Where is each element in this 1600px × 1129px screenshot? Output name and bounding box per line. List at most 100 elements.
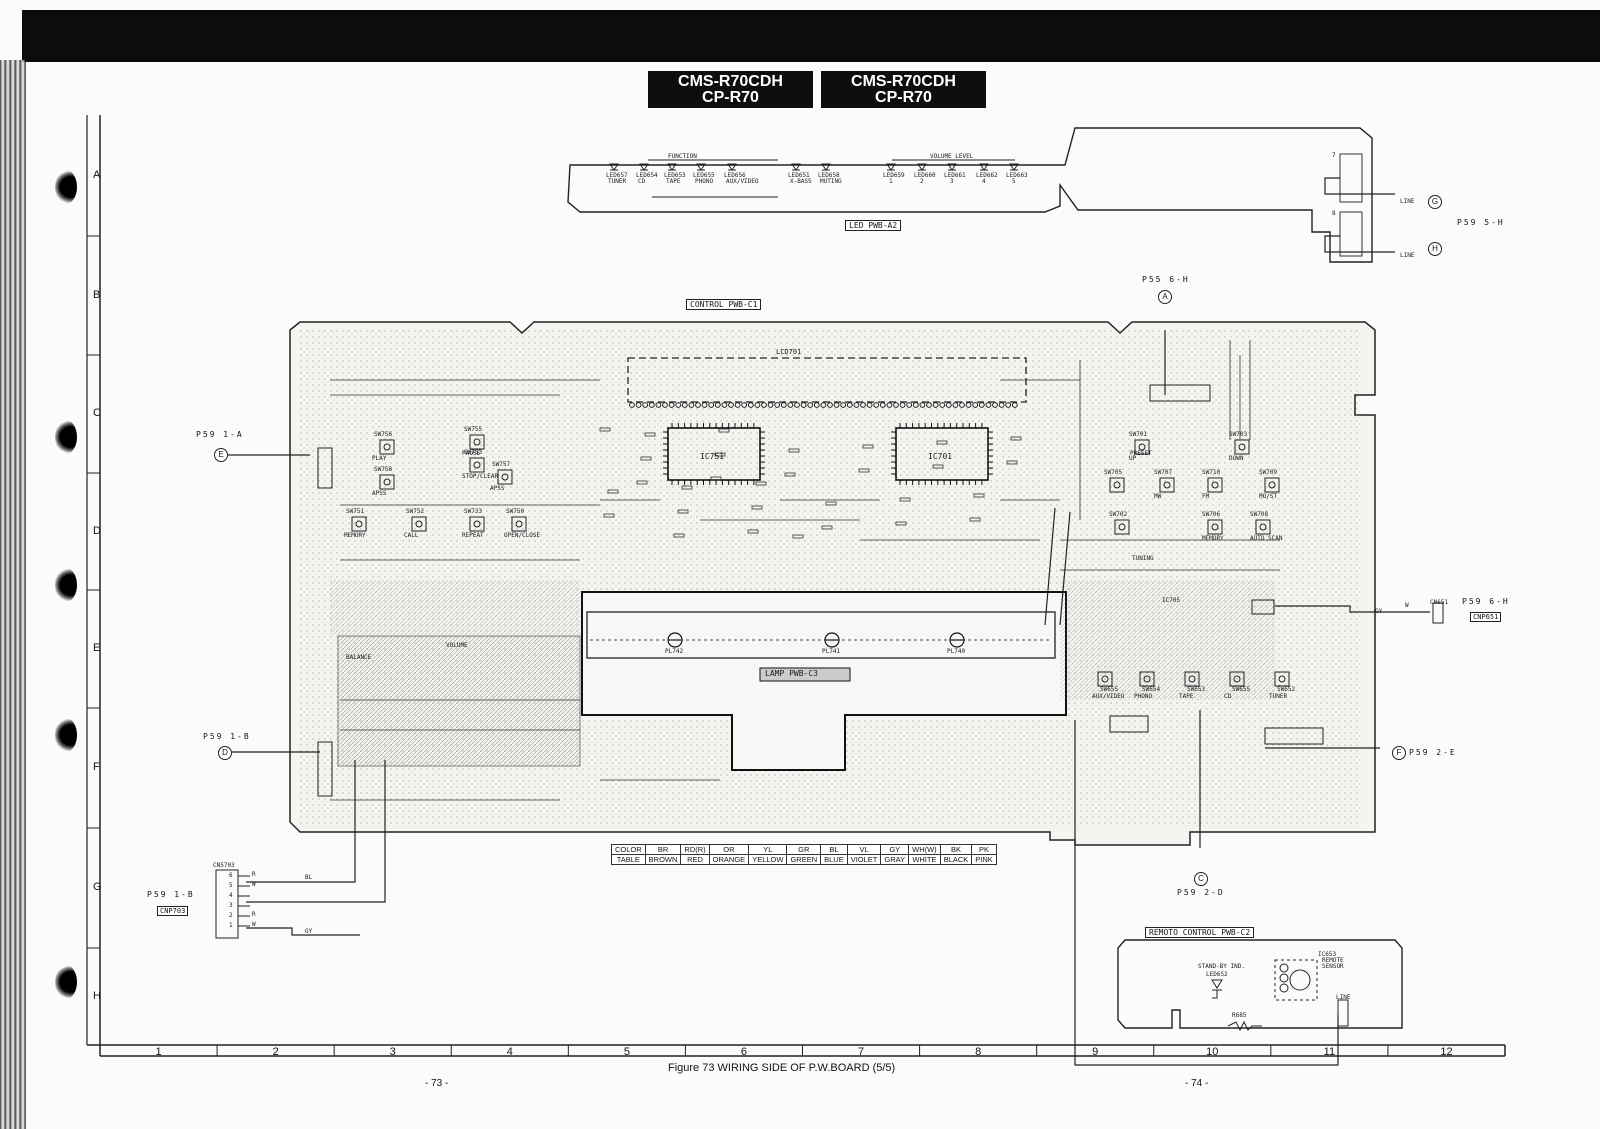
connector-pin-number: 6: [229, 872, 233, 879]
switch-name: MW: [1154, 493, 1162, 500]
wire-gy: GY: [305, 928, 313, 935]
cn651-label: CN651: [1430, 599, 1449, 606]
led-diode: [1009, 163, 1019, 171]
resistor-body: [644, 432, 656, 437]
function-heading: FUNCTION: [668, 153, 697, 160]
color-code-cell: GR: [786, 844, 822, 855]
led-diode: [979, 163, 989, 171]
cn5703-label: CN5703: [213, 862, 235, 869]
pin-label: 7: [1332, 152, 1336, 159]
led-function-name: TUNER: [608, 178, 627, 185]
switch-name: APSS: [372, 490, 387, 497]
column-label: 12: [1440, 1046, 1453, 1058]
color-code-cell: VL: [846, 844, 882, 855]
lcd-pin: [642, 402, 649, 408]
row-label: D: [93, 524, 101, 537]
switch-name: REPEAT: [462, 532, 484, 539]
switch-body: [1255, 519, 1271, 535]
color-code-cell: BK: [939, 844, 973, 855]
switch-ref: SW751: [346, 508, 365, 515]
switch-ref: SW756: [374, 431, 393, 438]
switch-name: MEMORY: [344, 532, 366, 539]
connector-marker-c: C: [1194, 872, 1208, 886]
switch-name: DOWN: [1229, 455, 1244, 462]
pin-label: 8: [1332, 210, 1336, 217]
lcd-pin: [675, 402, 682, 408]
led-diode: [791, 163, 801, 171]
switch-ref: SW709: [1259, 469, 1278, 476]
resistor-body: [973, 493, 985, 498]
row-label: G: [93, 881, 102, 893]
switch-ref: SW708: [1250, 511, 1269, 518]
color-code-cell: YL: [748, 844, 788, 855]
switch-button: [1238, 443, 1246, 451]
resistor-body: [862, 444, 874, 449]
switch-body: [1207, 477, 1223, 493]
line-label: LINE: [1400, 252, 1415, 259]
led-ref: LED661: [944, 172, 966, 179]
switch-ref: SW702: [1109, 511, 1128, 518]
lcd-pin: [873, 402, 880, 408]
lcd-pin: [754, 402, 761, 408]
binder-hole: [55, 170, 77, 204]
switch-body: [469, 434, 485, 450]
switch-body: [1159, 477, 1175, 493]
resistor-body: [636, 480, 648, 485]
column-label: 11: [1323, 1046, 1336, 1058]
connector-pin-number: 2: [229, 912, 233, 919]
switch-ref: SW705: [1104, 469, 1123, 476]
model-sub: CP-R70: [702, 89, 759, 106]
lcd-pin: [721, 402, 728, 408]
switch-ref: SW707: [1154, 469, 1173, 476]
switch-button: [473, 520, 481, 528]
ic701-body: [895, 427, 989, 481]
switch-button: [1138, 443, 1146, 451]
preset-label: PRESET: [1130, 450, 1152, 457]
line-label: LINE: [1400, 198, 1415, 205]
switch-name: CD: [1224, 693, 1232, 700]
connector-marker-a: A: [1158, 290, 1172, 304]
switch-body: [411, 516, 427, 532]
lcd-pin: [945, 402, 952, 408]
scan-edge: [0, 60, 26, 1129]
switch-button: [1118, 523, 1126, 531]
resistor-body: [714, 452, 726, 457]
switch-ref: SW706: [1202, 511, 1221, 518]
led-level-number: 3: [950, 178, 954, 185]
row-label: C: [93, 407, 101, 419]
row-label: E: [93, 642, 101, 654]
led-diode: [639, 163, 649, 171]
resistor-body: [640, 456, 652, 461]
lcd-pin: [965, 402, 972, 408]
switch-body: [497, 469, 513, 485]
column-label: 9: [1092, 1046, 1099, 1058]
binder-hole: [55, 965, 77, 999]
lcd-pin: [919, 402, 926, 408]
model-sub: CP-R70: [875, 89, 932, 106]
resistor-body: [673, 533, 685, 538]
resistor-body: [1010, 436, 1022, 441]
lcd-pin: [767, 402, 774, 408]
switch-button: [1163, 481, 1171, 489]
switch-button: [1268, 481, 1276, 489]
led-level-number: 1: [889, 178, 893, 185]
lcd-pin: [747, 402, 754, 408]
switch-button: [355, 520, 363, 528]
lamp-ref: PL742: [665, 648, 684, 655]
led-ref: LED654: [636, 172, 658, 179]
resistor-body: [969, 517, 981, 522]
switch-button: [383, 478, 391, 486]
led-diode: [886, 163, 896, 171]
lcd-pin: [741, 402, 748, 408]
switch-body: [1207, 519, 1223, 535]
connector-pin-number: 3: [229, 902, 233, 909]
switch-name: AUTO SCAN: [1250, 535, 1283, 542]
led-ref: LED663: [1006, 172, 1028, 179]
led-function-name: AUX/VIDEO: [726, 178, 759, 185]
connector-marker-e: E: [214, 448, 228, 462]
resistor-body: [603, 513, 615, 518]
led-function-name: X-BASS: [790, 178, 812, 185]
color-name-cell: ORANGE: [708, 854, 750, 865]
connector-marker-h: H: [1428, 242, 1442, 256]
